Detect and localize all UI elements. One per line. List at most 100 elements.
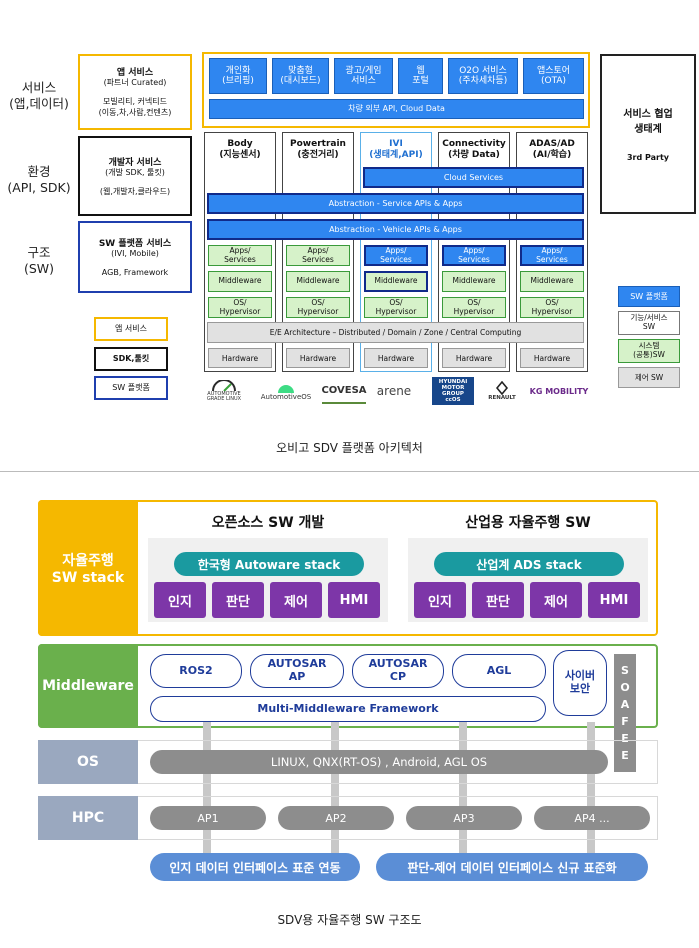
middleware-pill: AGL: [452, 654, 546, 688]
hardware-box: Hardware: [520, 348, 584, 368]
third-party-sub: 3rd Party: [626, 152, 670, 162]
column-title: Body: [227, 139, 253, 150]
service-tile: 앱스토어 (OTA): [523, 58, 584, 94]
ap-pill: AP3: [406, 806, 522, 830]
module-box: HMI: [588, 582, 640, 618]
app-service-title: 앱 서비스: [116, 68, 154, 79]
standard-left-pill: 인지 데이터 인터페이스 표준 연동: [150, 853, 360, 881]
os-hypervisor-box: OS/ Hypervisor: [208, 297, 272, 318]
column-title: Powertrain: [290, 139, 346, 150]
sw-platform-body: AGB, Framework: [101, 267, 169, 277]
abstraction-service-bar: Abstraction - Service APIs & Apps: [207, 193, 584, 214]
top-diagram: 서비스 (앱,데이터) 환경 (API, SDK) 구조 (SW) 앱 서비스 …: [0, 0, 699, 470]
stack-layer-label: 자율주행 SW stack: [38, 500, 138, 636]
dev-service-sub: (개발 SDK, 툴킷): [105, 167, 165, 177]
column-sub: (생태계,API): [369, 150, 423, 160]
middleware-box: Middleware: [286, 271, 350, 292]
dev-service-body: (웹,개발자,클라우드): [99, 186, 171, 196]
middleware-box: Middleware: [520, 271, 584, 292]
third-party-title: 서비스 협업 생태계: [623, 108, 673, 135]
hardware-box: Hardware: [208, 348, 272, 368]
middleware-box: Middleware: [442, 271, 506, 292]
module-box: 인지: [414, 582, 466, 618]
apps-services-box: Apps/ Services: [286, 245, 350, 266]
column-header: IVI(생태계,API): [360, 136, 432, 164]
apps-services-box: Apps/ Services: [442, 245, 506, 266]
soafee-letter: E: [621, 749, 629, 763]
soafee-letter: O: [620, 680, 630, 694]
ap-pill: AP4 ...: [534, 806, 650, 830]
column-header: Connectivity(차량 Data): [438, 136, 510, 164]
vehicle-external-api-bar: 차량 외부 API, Cloud Data: [209, 99, 584, 119]
module-box: 제어: [270, 582, 322, 618]
logo-agl: AUTOMOTIVE GRADE LINUX: [200, 376, 248, 406]
legend-right-system: 시스템 (공통)SW: [618, 339, 680, 363]
column-header: Body(지능센서): [204, 136, 276, 164]
service-tile: 개인화 (브리핑): [209, 58, 267, 94]
service-tile: 맞춤형 (대시보드): [272, 58, 329, 94]
cloud-services-bar: Cloud Services: [363, 167, 584, 188]
logo-covesa: COVESA: [321, 378, 367, 404]
service-tile: 웹 포털: [398, 58, 443, 94]
apps-services-box: Apps/ Services: [364, 245, 428, 266]
legend-left-app: 앱 서비스: [94, 317, 168, 341]
ap-pill: AP2: [278, 806, 394, 830]
logo-automotive-os: AutomotiveOS: [252, 376, 320, 406]
soafee-letter: A: [620, 697, 630, 711]
bottom-caption: SDV용 자율주행 SW 구조도: [277, 912, 422, 927]
column-header: ADAS/AD(AI/학습): [516, 136, 588, 164]
column-title: ADAS/AD: [529, 139, 575, 150]
android-icon: [278, 385, 294, 393]
dev-service-box: 개발자 서비스 (개발 SDK, 툴킷) (웹,개발자,클라우드): [78, 136, 192, 216]
open-source-stack-pill: 한국형 Autoware stack: [174, 552, 364, 576]
middleware-pill: AUTOSAR AP: [250, 654, 344, 688]
os-hypervisor-box: OS/ Hypervisor: [520, 297, 584, 318]
ap-pill: AP1: [150, 806, 266, 830]
hardware-box: Hardware: [364, 348, 428, 368]
column-sub: (충전거리): [297, 150, 339, 160]
service-tiles-frame: [202, 52, 590, 128]
bottom-diagram: 자율주행 SW stack 오픈소스 SW 개발 한국형 Autoware st…: [0, 472, 699, 948]
multi-middleware-pill: Multi-Middleware Framework: [150, 696, 546, 722]
legend-left-sdk: SDK,툴킷: [94, 347, 168, 371]
logo-kg-mobility: KG MOBILITY: [529, 386, 589, 396]
middleware-box: Middleware: [208, 271, 272, 292]
column-header: Powertrain(충전거리): [282, 136, 354, 164]
app-service-body: 모빌리티, 커넥티드 (이동,차,사람,컨텐츠): [98, 97, 172, 117]
row-label-structure: 구조 (SW): [23, 245, 55, 276]
apps-services-box: Apps/ Services: [520, 245, 584, 266]
cyber-security-pill: 사이버 보안: [553, 650, 607, 716]
sw-platform-sub: (IVI, Mobile): [111, 248, 159, 258]
soafee-letter: E: [621, 732, 629, 746]
open-source-title: 오픈소스 SW 개발: [211, 515, 325, 531]
industrial-stack-pill: 산업계 ADS stack: [434, 552, 624, 576]
industrial-title: 산업용 자율주행 SW: [465, 515, 591, 531]
connector-line: [459, 722, 467, 854]
sw-platform-title: SW 플랫폼 서비스: [98, 238, 172, 249]
sw-platform-box: SW 플랫폼 서비스 (IVI, Mobile) AGB, Framework: [78, 221, 192, 293]
logo-hyundai-ccos: HYUNDAI MOTOR GROUP ccOS: [432, 377, 474, 405]
app-service-box: 앱 서비스 (파트너 Curated) 모빌리티, 커넥티드 (이동,차,사람,…: [78, 54, 192, 130]
os-hypervisor-box: OS/ Hypervisor: [286, 297, 350, 318]
soafee-letter: S: [621, 663, 629, 677]
service-tile: O2O 서비스 (주차세차등): [448, 58, 518, 94]
agl-gauge-icon: [212, 379, 236, 392]
legend-right-function: 기능/서비스 SW: [618, 311, 680, 335]
ee-architecture-bar: E/E Architecture – Distributed / Domain …: [207, 322, 584, 343]
top-caption: 오비고 SDV 플랫폼 아키텍처: [276, 440, 423, 455]
column-title: Connectivity: [442, 139, 506, 150]
middleware-pill: ROS2: [150, 654, 242, 688]
middleware-layer-label: Middleware: [38, 644, 138, 728]
connector-line: [331, 722, 339, 854]
column-sub: (지능센서): [219, 150, 261, 160]
service-tile: 광고/게임 서비스: [334, 58, 393, 94]
apps-services-box: Apps/ Services: [208, 245, 272, 266]
module-box: HMI: [328, 582, 380, 618]
os-hypervisor-box: OS/ Hypervisor: [442, 297, 506, 318]
module-box: 판단: [472, 582, 524, 618]
dev-service-title: 개발자 서비스: [108, 157, 162, 168]
renault-diamond-icon: [496, 381, 508, 395]
column-sub: (차량 Data): [448, 150, 500, 160]
